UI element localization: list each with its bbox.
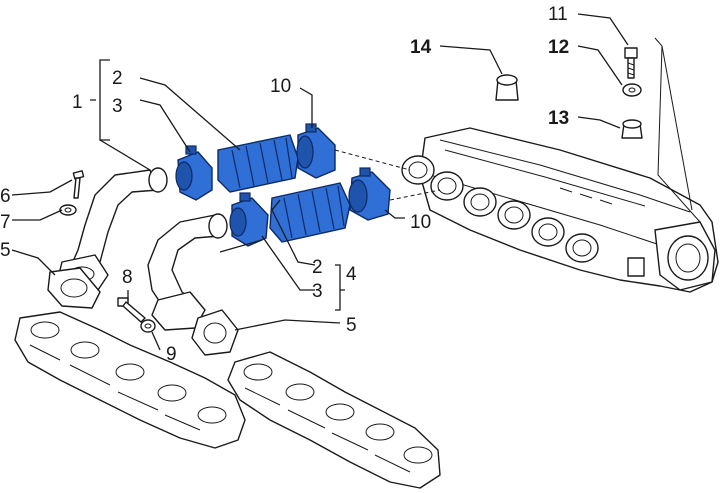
gasket-left (47, 267, 101, 309)
bolt-6 (72, 170, 85, 199)
hose-clamp-upper-right (296, 123, 336, 179)
callout-3-lower: 3 (312, 281, 323, 302)
hose-clamp-lower-right (348, 167, 391, 221)
bolt-11 (624, 47, 638, 79)
callout-12: 12 (548, 37, 569, 58)
intake-manifold (401, 127, 719, 293)
guide-lines (334, 37, 701, 223)
callout-13: 13 (548, 108, 569, 129)
callout-4: 4 (346, 264, 357, 285)
callout-9: 9 (166, 344, 177, 365)
washer-12 (622, 83, 642, 97)
washer-9 (140, 319, 156, 333)
bellows-hose-lower (269, 182, 351, 243)
callout-1: 1 (72, 92, 83, 113)
plug-14 (495, 74, 519, 101)
washer-7 (59, 204, 77, 216)
bellows-hose-upper (217, 134, 299, 193)
callout-2-upper: 2 (112, 68, 123, 89)
leader-lines (11, 13, 629, 351)
callout-2-lower: 2 (312, 257, 323, 278)
exhaust-manifold-left (14, 311, 246, 449)
callout-11: 11 (548, 4, 568, 25)
callout-5-right: 5 (346, 315, 357, 336)
exhaust-manifold-right (227, 351, 441, 489)
intake-pipe-lower (147, 213, 228, 331)
callout-5-left: 5 (0, 240, 11, 261)
callout-10-lower: 10 (410, 212, 431, 233)
hose-clamp-lower-left (229, 192, 269, 247)
callout-6: 6 (0, 186, 11, 207)
callout-7: 7 (0, 212, 11, 233)
hose-clamp-upper-left (175, 145, 213, 201)
bolt-8 (117, 297, 146, 323)
callout-14: 14 (410, 37, 432, 58)
gasket-right (191, 309, 239, 356)
callout-3-upper: 3 (112, 96, 123, 117)
callout-8: 8 (122, 267, 133, 288)
callout-labels: 1 2 3 10 6 7 5 8 9 10 2 4 3 5 11 12 13 1… (0, 4, 569, 365)
callout-10-upper: 10 (270, 76, 291, 97)
plug-13 (621, 119, 643, 139)
